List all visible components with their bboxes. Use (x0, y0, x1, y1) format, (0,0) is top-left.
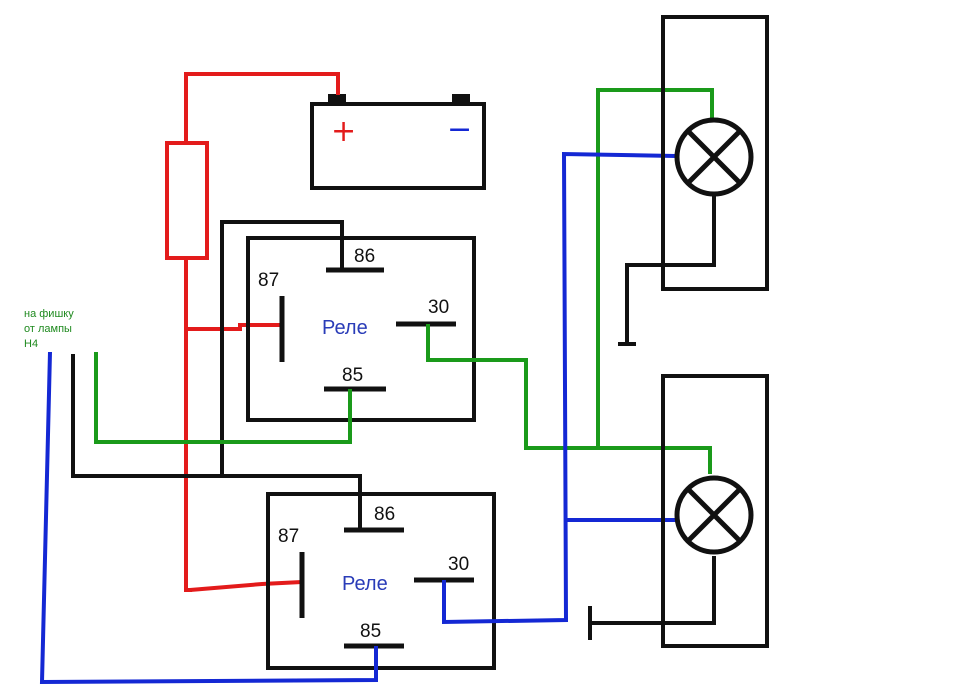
wire-h4-to-top-85 (94, 352, 352, 444)
relay-top-pin-85: 85 (342, 365, 363, 386)
high-beam-wires (39, 151, 677, 685)
relay-top-pin-86: 86 (354, 246, 375, 267)
relay-top-body (246, 236, 476, 422)
wire-h4-ground (71, 354, 362, 530)
relay-bottom: 86 87 30 85 Реле (266, 492, 496, 670)
note-line-1: на фишку (24, 308, 74, 320)
ground-wires (71, 196, 716, 640)
battery-negative-terminal (452, 94, 470, 104)
headlamp-top-housing (661, 15, 769, 291)
relay-top: 86 87 30 85 Реле (246, 236, 476, 422)
fuse (165, 141, 209, 260)
wire-bottom-30-to-lamps (442, 151, 677, 625)
relay-bottom-pin-85: 85 (360, 621, 381, 642)
relay-bottom-pin-86: 86 (374, 504, 395, 525)
wire-battery-to-fuse (184, 72, 340, 143)
low-beam-wires (94, 88, 714, 474)
wire-to-bottom-87 (189, 580, 303, 592)
relay-top-pin-87: 87 (258, 270, 279, 291)
battery-body (310, 102, 486, 190)
note-line-3: H4 (24, 338, 38, 350)
relay-bottom-label: Реле (342, 573, 388, 595)
wire-relay-top-86 (220, 220, 344, 476)
relay-bottom-body (266, 492, 496, 670)
wire-lamp-bottom-ground (590, 556, 716, 625)
headlamp-bottom (661, 374, 769, 648)
wire-to-top-87 (186, 323, 282, 331)
headlamp-top (661, 15, 769, 291)
relay-bottom-pin-30: 30 (448, 554, 469, 575)
h4-connector-note: на фишку от лампы H4 (24, 308, 74, 350)
battery-minus-sign: − (447, 112, 472, 147)
wire-top-30-to-lamps (426, 324, 712, 474)
wire-to-lamp-top (596, 88, 714, 448)
battery: + − (310, 94, 486, 190)
relay-bottom-pin-87: 87 (278, 526, 299, 547)
note-line-2: от лампы (24, 323, 72, 335)
wire-h4-to-bottom-85 (39, 351, 378, 685)
lamp-bottom-cross-b (686, 487, 742, 543)
lamp-top-cross-b (686, 129, 742, 185)
battery-positive-terminal (328, 94, 346, 104)
wire-lamp-top-ground (625, 196, 716, 344)
relay-top-pin-30: 30 (428, 297, 449, 318)
power-wires (184, 72, 340, 592)
relay-top-label: Реле (322, 317, 368, 339)
headlamp-bottom-housing (661, 374, 769, 648)
battery-plus-sign: + (331, 114, 356, 149)
wire-fuse-to-relays (184, 258, 192, 592)
